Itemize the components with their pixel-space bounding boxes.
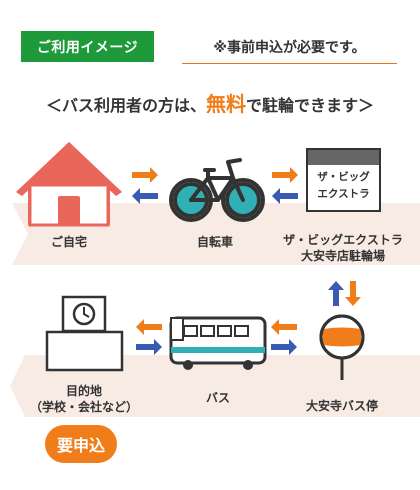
store-label-line1: ザ・ビッグエクストラ xyxy=(283,233,403,247)
bus-stop-label: 大安寺バス停 xyxy=(305,399,378,413)
destination-label: 目的地 （学校・会社など） xyxy=(20,383,148,415)
store-sign-icon: ザ・ビッグ エクストラ xyxy=(306,148,381,212)
house-icon xyxy=(16,142,122,227)
arrows-destination-bus xyxy=(136,319,162,355)
advance-application-note: ※事前申込が必要です。 xyxy=(182,37,397,64)
bicycle-label: 自転車 xyxy=(196,235,233,249)
home-label: ご自宅 xyxy=(50,235,87,249)
destination-label-line2: （学校・会社など） xyxy=(29,400,138,414)
destination-label-line1: 目的地 xyxy=(65,384,102,398)
arrows-bike-store xyxy=(272,167,298,204)
application-required-badge: 要申込 xyxy=(45,425,117,463)
store-sign-line1: ザ・ビッグ xyxy=(317,171,370,183)
usage-image-badge: ご利用イメージ xyxy=(21,31,154,62)
arrows-bus-busstop xyxy=(271,319,297,355)
headline-suffix: で駐輪できます＞ xyxy=(246,96,375,115)
headline-highlight: 無料 xyxy=(206,92,246,116)
bus-stop-icon xyxy=(319,314,365,380)
headline: ＜バス利用者の方は、無料で駐輪できます＞ xyxy=(0,88,420,117)
headline-prefix: ＜バス利用者の方は、 xyxy=(45,96,206,115)
bicycle-icon xyxy=(169,158,265,222)
store-sign-line2: エクストラ xyxy=(317,188,370,200)
bus-label: バス xyxy=(205,391,230,405)
store-label-line2: 大安寺店駐輪場 xyxy=(300,249,385,263)
store-label: ザ・ビッグエクストラ 大安寺店駐輪場 xyxy=(274,232,412,264)
office-building-icon xyxy=(45,295,124,372)
bus-icon xyxy=(169,316,267,370)
store-sign-text: ザ・ビッグ エクストラ xyxy=(308,169,379,203)
route-band-top xyxy=(12,203,420,265)
arrows-store-busstop xyxy=(328,281,361,306)
store-sign-top-bar xyxy=(308,150,379,165)
arrows-home-bike xyxy=(132,167,158,204)
